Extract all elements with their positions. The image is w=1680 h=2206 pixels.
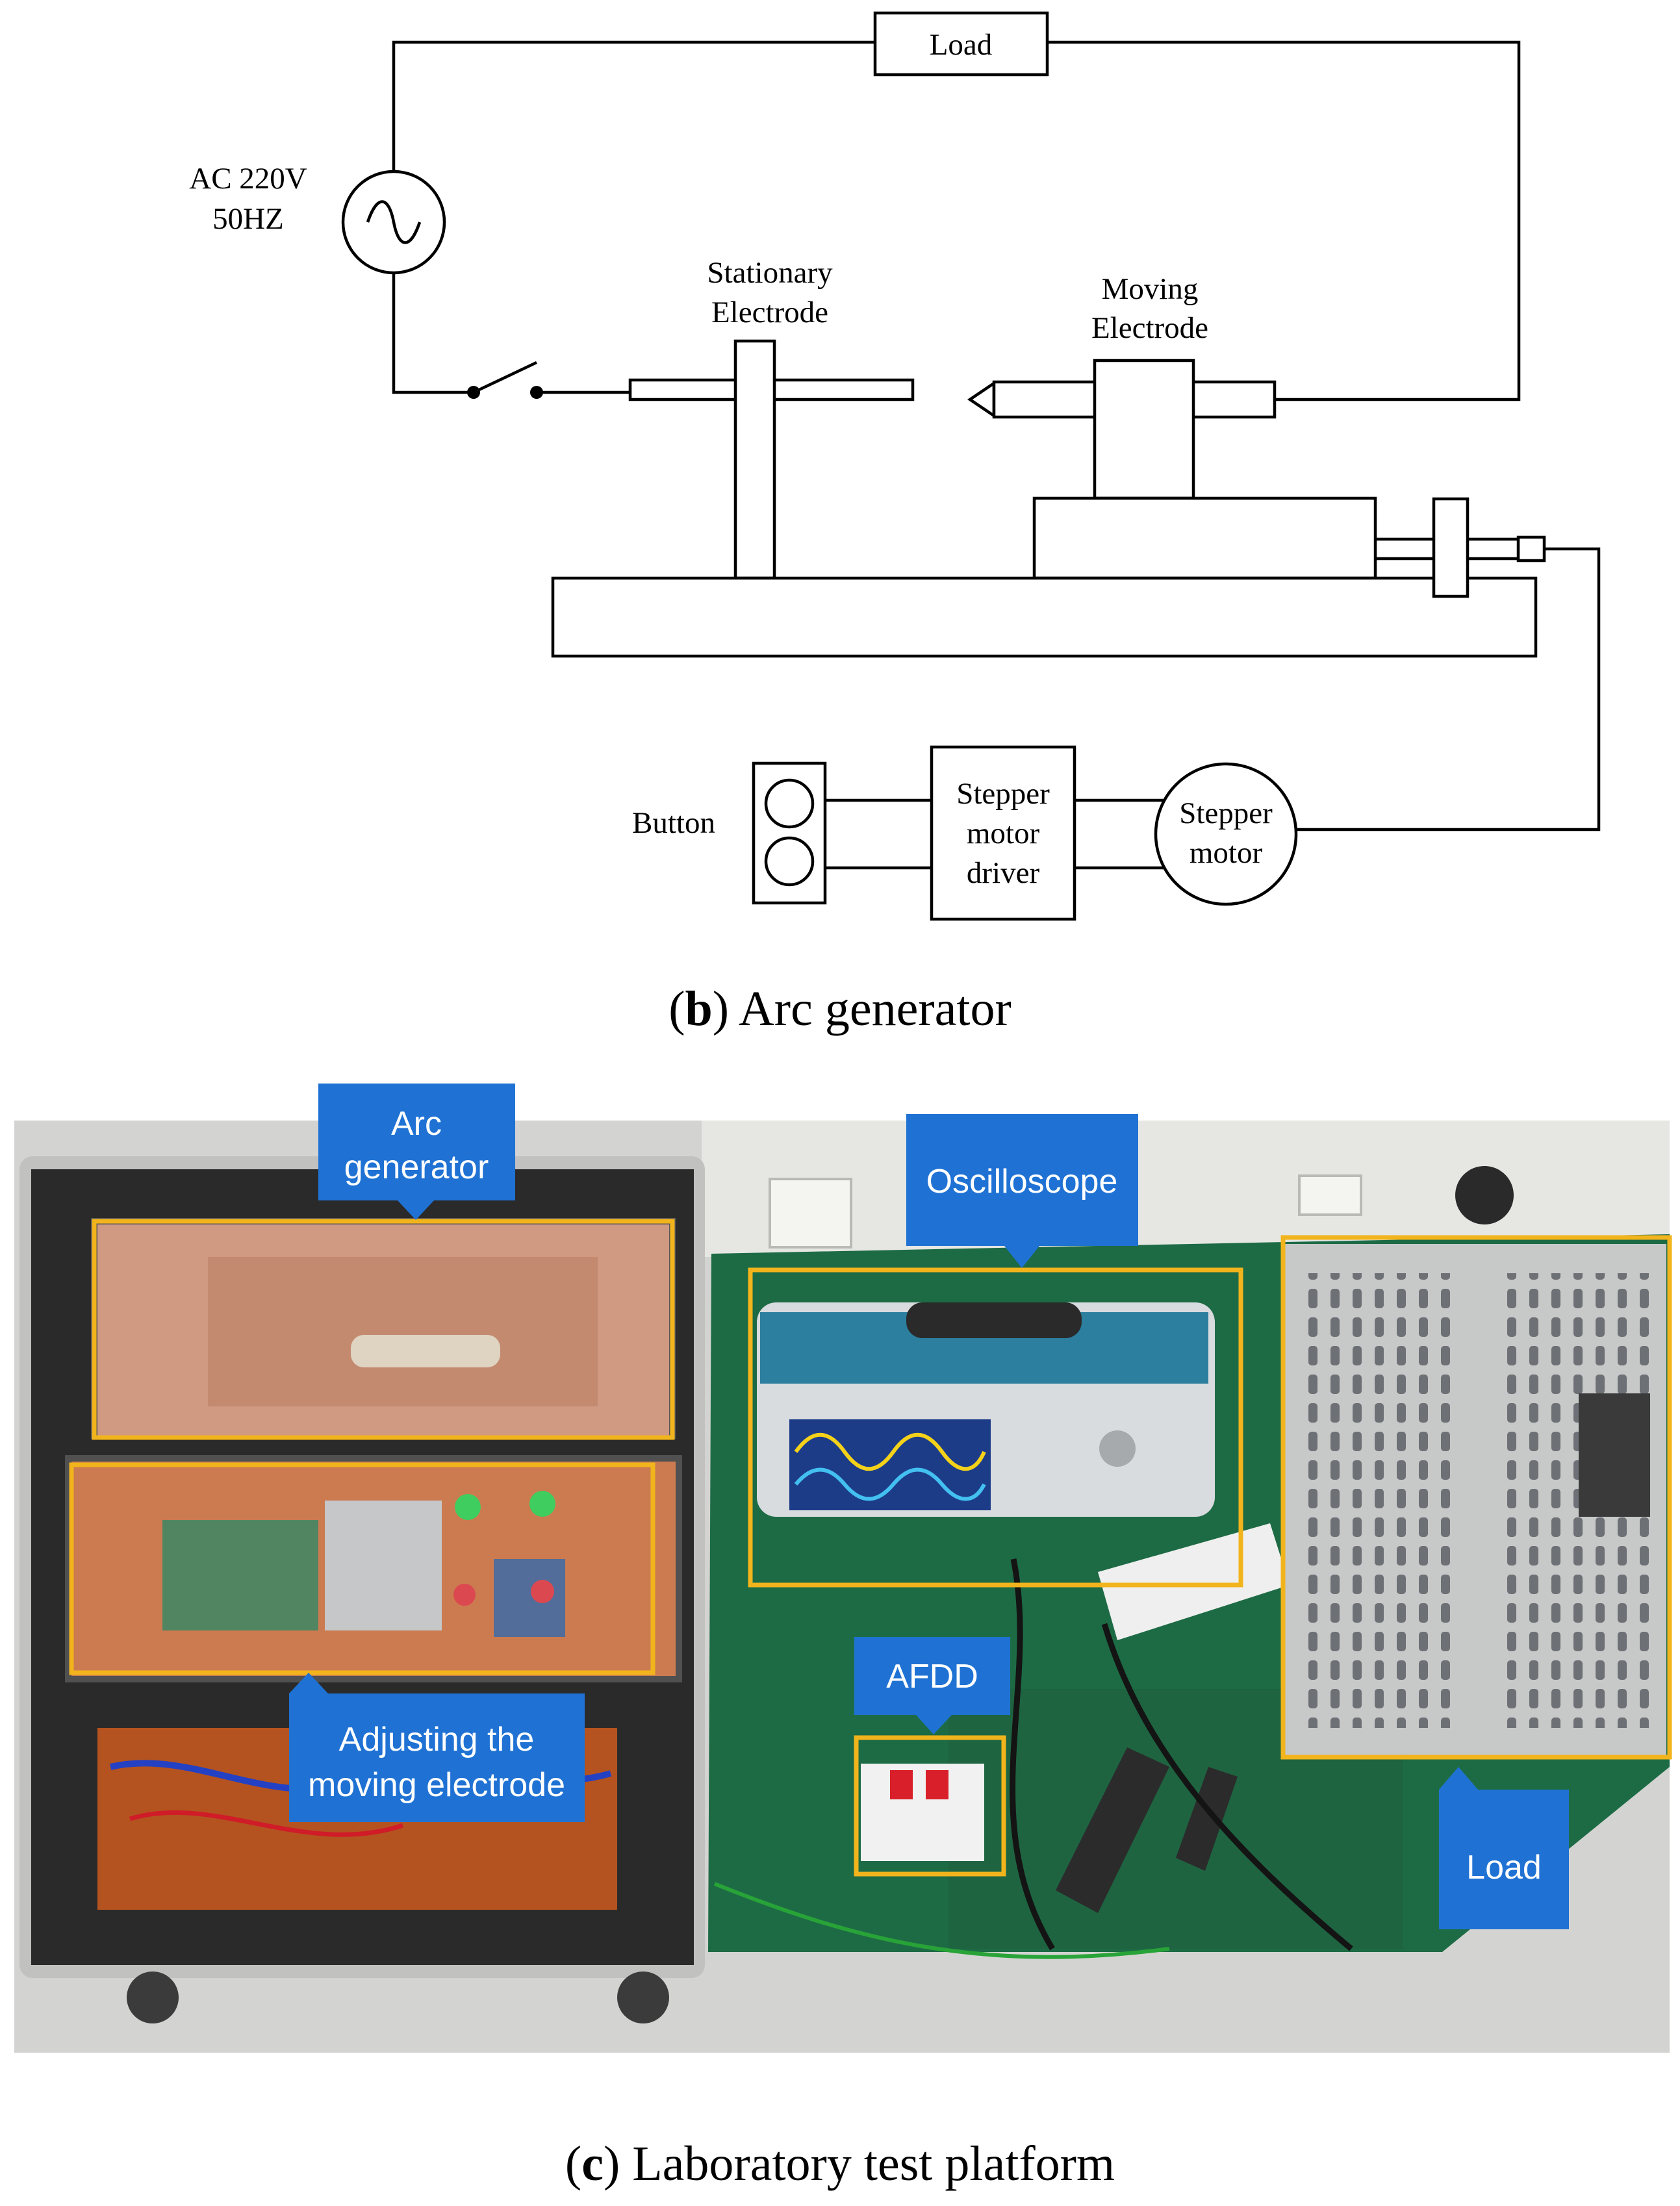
- sine-wave-icon: [366, 200, 422, 244]
- afdd-device: [861, 1764, 984, 1861]
- green-button-2: [529, 1491, 555, 1517]
- moving-electrode-tip: [967, 380, 996, 419]
- moving-electrode-carriage: [1093, 359, 1195, 500]
- afdd-lever-1: [890, 1770, 913, 1799]
- motor-label-2: motor: [1190, 836, 1263, 870]
- switch-contact-left: [467, 386, 480, 399]
- base-plate: [551, 576, 1538, 658]
- button-top: [764, 778, 815, 829]
- wire-coupling-to-motor: [1296, 547, 1601, 831]
- stepper-motor-symbol: [1154, 762, 1298, 906]
- moving-electrode-label-2: Electrode: [1091, 311, 1208, 345]
- button-label: Button: [632, 806, 715, 840]
- control-acrylic-cover: [65, 1455, 682, 1682]
- red-button-1: [453, 1584, 476, 1606]
- highlight-afdd: [854, 1735, 1006, 1877]
- relay-module: [494, 1559, 565, 1637]
- electrode-assembly-photo: [351, 1335, 500, 1367]
- lab-platform-photo: Arc generator Oscilloscope Adjusting the…: [14, 1084, 1672, 2191]
- power-supply: [325, 1501, 442, 1630]
- acrylic-cover: [91, 1218, 676, 1439]
- load-dial: [1455, 1166, 1514, 1224]
- green-wire-photo: [713, 1882, 1170, 1959]
- driver-label-3: driver: [967, 856, 1040, 890]
- probe-cable-1: [1010, 1558, 1055, 1951]
- slide-block: [1032, 496, 1377, 580]
- load-box: [873, 11, 1049, 77]
- oscilloscope-knob: [1099, 1430, 1136, 1467]
- highlight-oscilloscope: [748, 1267, 1243, 1588]
- caption-c: (c) Laboratory test platform: [565, 2136, 1115, 2191]
- current-probe-1: [1056, 1747, 1169, 1913]
- caster-right: [617, 1971, 669, 2023]
- plc-controller: [162, 1520, 318, 1630]
- source-voltage-label: AC 220V: [189, 162, 307, 196]
- stationary-electrode-label-2: Electrode: [711, 296, 828, 329]
- callout-load-text: Load: [1466, 1849, 1542, 1886]
- callout-arc-line1: Arc: [391, 1105, 442, 1143]
- arc-generator-schematic: Load AC 220V 50HZ Stationary Electrode M…: [189, 11, 1601, 1036]
- caster-left: [127, 1971, 179, 2023]
- driver-label-2: motor: [967, 817, 1040, 850]
- callout-afdd: AFDD: [854, 1637, 1010, 1734]
- wire-top-left: [392, 40, 875, 188]
- load-label: Load: [930, 28, 993, 62]
- callout-adjusting: Adjusting the moving electrode: [289, 1673, 585, 1822]
- caption-b: (b) Arc generator: [668, 982, 1012, 1036]
- wire-source-to-switch: [392, 273, 474, 394]
- highlight-load: [1280, 1235, 1672, 1760]
- highlight-adjusting: [69, 1462, 655, 1675]
- stepper-driver-box: [930, 745, 1076, 921]
- probe-cable-2: [1101, 1623, 1353, 1951]
- callout-load: Load: [1439, 1767, 1569, 1929]
- callout-adjusting-line1: Adjusting the: [339, 1721, 535, 1758]
- driver-label-1: Stepper: [956, 777, 1050, 811]
- red-wires-photo: [129, 1810, 404, 1837]
- callout-oscilloscope-text: Oscilloscope: [926, 1163, 1118, 1200]
- yellow-waveform: [794, 1432, 986, 1471]
- callout-afdd-text: AFDD: [886, 1658, 978, 1695]
- stationary-electrode-post: [733, 339, 776, 580]
- green-button-1: [455, 1494, 481, 1520]
- current-probe-2: [1176, 1767, 1238, 1871]
- cyan-waveform: [794, 1467, 986, 1501]
- highlight-arc-generator: [92, 1219, 675, 1440]
- afdd-lever-2: [926, 1770, 948, 1799]
- switch-blade: [473, 361, 537, 394]
- button-bottom: [764, 836, 815, 887]
- wire-top-right: [1047, 40, 1521, 401]
- callout-oscilloscope: Oscilloscope: [906, 1114, 1138, 1268]
- load-nameplate: [1579, 1393, 1650, 1517]
- stationary-electrode-label-1: Stationary: [707, 256, 833, 290]
- motor-label-1: Stepper: [1179, 796, 1273, 830]
- screw-bearing: [1432, 497, 1470, 598]
- moving-electrode-label-1: Moving: [1102, 272, 1199, 306]
- screw-coupling: [1516, 535, 1546, 563]
- oscilloscope-handle: [906, 1302, 1082, 1338]
- source-frequency-label: 50HZ: [212, 202, 284, 236]
- callout-arc-generator: Arc generator: [318, 1084, 515, 1220]
- callout-adjusting-line2: moving electrode: [308, 1766, 565, 1804]
- red-button-2: [531, 1580, 554, 1603]
- load-vents-left: [1306, 1273, 1462, 1728]
- callout-arc-line2: generator: [344, 1148, 489, 1186]
- arc-generator-base: [208, 1257, 598, 1406]
- wall-switch: [1298, 1174, 1362, 1216]
- wall-socket: [769, 1178, 852, 1249]
